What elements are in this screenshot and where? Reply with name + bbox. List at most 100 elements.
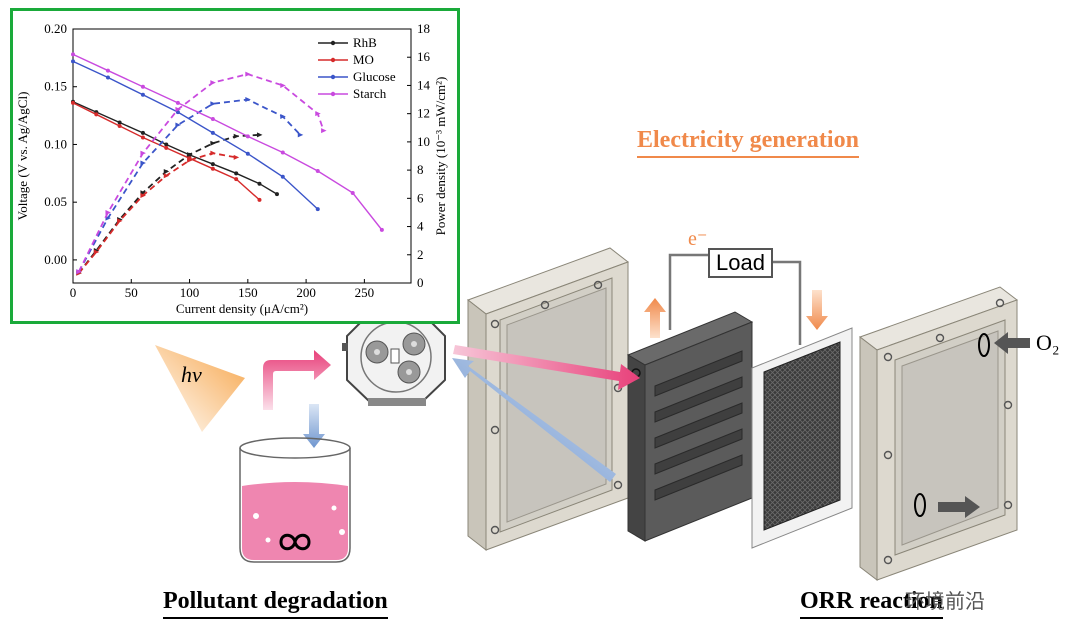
legend-marker-starch: [330, 91, 336, 97]
power-point-starch: [175, 106, 181, 112]
cathode-mesh: [751, 327, 853, 549]
stir-bar-icon: [279, 533, 311, 551]
voltage-point-starch: [71, 52, 75, 57]
voltage-point-rhb: [164, 142, 169, 147]
y-left-tick-label: 0.20: [44, 21, 67, 36]
y-right-tick-label: 2: [417, 247, 424, 262]
power-point-starch: [210, 80, 216, 86]
left-end-plate: [466, 247, 630, 552]
power-line-starch: [78, 73, 325, 273]
voltage-point-starch: [379, 227, 384, 232]
power-point-glucose: [245, 97, 251, 103]
y-right-tick-label: 10: [417, 134, 430, 149]
power-point-starch: [245, 71, 251, 77]
voltage-point-rhb: [210, 162, 215, 167]
electricity-generation-title: Electricity generation: [637, 127, 859, 158]
y-left-tick-label: 0.10: [44, 136, 67, 151]
x-tick-label: 0: [70, 285, 77, 300]
beaker: [239, 437, 351, 563]
y-left-tick-label: 0.00: [44, 252, 67, 267]
blue-flow-arrow-icon: [452, 358, 616, 482]
y-right-tick-label: 4: [417, 219, 424, 234]
right-end-plate: [858, 286, 1030, 582]
electron-label: e⁻: [688, 228, 708, 250]
voltage-point-mo: [117, 123, 122, 128]
voltage-point-glucose: [140, 92, 145, 97]
voltage-point-starch: [280, 150, 285, 155]
voltage-point-glucose: [280, 174, 285, 179]
oxygen-in-arrow-icon: [994, 332, 1030, 354]
voltage-point-mo: [164, 145, 169, 150]
watermark: 环境前沿: [905, 589, 985, 613]
orr-reaction-label: ORR reaction: [800, 588, 943, 619]
x-tick-label: 100: [180, 285, 200, 300]
voltage-point-rhb: [274, 192, 279, 197]
power-point-glucose: [210, 101, 216, 107]
legend-label-rhb: RhB: [353, 35, 377, 50]
legend-label-glucose: Glucose: [353, 69, 396, 84]
voltage-line-starch: [72, 53, 383, 231]
voltage-point-starch: [315, 169, 320, 174]
voltage-point-glucose: [71, 59, 75, 64]
power-point-starch: [280, 82, 286, 88]
x-tick-label: 50: [125, 285, 138, 300]
power-point-rhb: [187, 152, 193, 158]
pink-flow-arrow-icon: [453, 345, 640, 390]
y-right-tick-label: 6: [417, 190, 424, 205]
x-axis-label: Current density (μA/cm²): [176, 301, 308, 316]
voltage-point-glucose: [105, 75, 110, 80]
load-label: Load: [708, 248, 773, 278]
legend-marker-rhb: [330, 40, 336, 46]
voltage-point-starch: [210, 117, 215, 122]
voltage-point-rhb: [257, 181, 262, 186]
power-point-mo: [163, 173, 170, 179]
voltage-point-glucose: [315, 207, 320, 212]
y-left-axis-label: Voltage (V vs. Ag/AgCl): [15, 92, 30, 221]
y-right-tick-label: 8: [417, 162, 424, 177]
power-point-mo: [233, 154, 240, 160]
electron-down-arrow-icon: [806, 290, 828, 330]
voltage-point-rhb: [140, 130, 145, 135]
voltage-point-starch: [245, 134, 250, 139]
power-line-glucose: [78, 98, 301, 273]
voltage-line-glucose: [72, 60, 319, 210]
voltage-point-rhb: [117, 120, 122, 125]
power-point-mo: [210, 150, 216, 156]
power-point-mo: [140, 193, 146, 199]
power-point-mo: [187, 157, 193, 163]
y-right-tick-label: 16: [417, 49, 431, 64]
y-right-tick-label: 18: [417, 21, 430, 36]
power-point-starch: [105, 209, 111, 215]
photoreactor: [342, 312, 446, 406]
power-point-starch: [76, 269, 82, 275]
power-point-glucose: [105, 215, 111, 221]
y-left-tick-label: 0.15: [44, 79, 67, 94]
oxygen-label: O₂: [1036, 330, 1060, 355]
voltage-point-mo: [140, 135, 145, 140]
voltage-point-starch: [105, 68, 110, 73]
power-point-starch: [321, 128, 327, 134]
oxygen-out-arrow-icon: [938, 496, 980, 518]
power-line-mo: [78, 152, 237, 274]
voltage-point-starch: [175, 100, 180, 105]
power-point-glucose: [297, 132, 304, 138]
pollutant-degradation-label: Pollutant degradation: [163, 588, 388, 619]
voltage-point-starch: [350, 190, 355, 195]
light-beam-icon: [155, 345, 245, 432]
voltage-point-glucose: [210, 130, 215, 135]
oxygen-inlet-icon: [978, 333, 990, 357]
y-right-tick-label: 12: [417, 106, 430, 121]
legend-marker-mo: [330, 57, 336, 63]
y-right-tick-label: 14: [417, 77, 431, 92]
power-line-rhb: [78, 133, 260, 274]
feed-arrow-icon: [263, 350, 331, 410]
power-point-rhb: [233, 133, 240, 139]
y-right-axis-label: Power density (10⁻³ mW/cm²): [433, 77, 448, 236]
voltage-point-glucose: [245, 151, 250, 156]
power-point-rhb: [256, 132, 263, 138]
voltage-point-mo: [94, 112, 99, 117]
external-circuit: [668, 253, 802, 345]
